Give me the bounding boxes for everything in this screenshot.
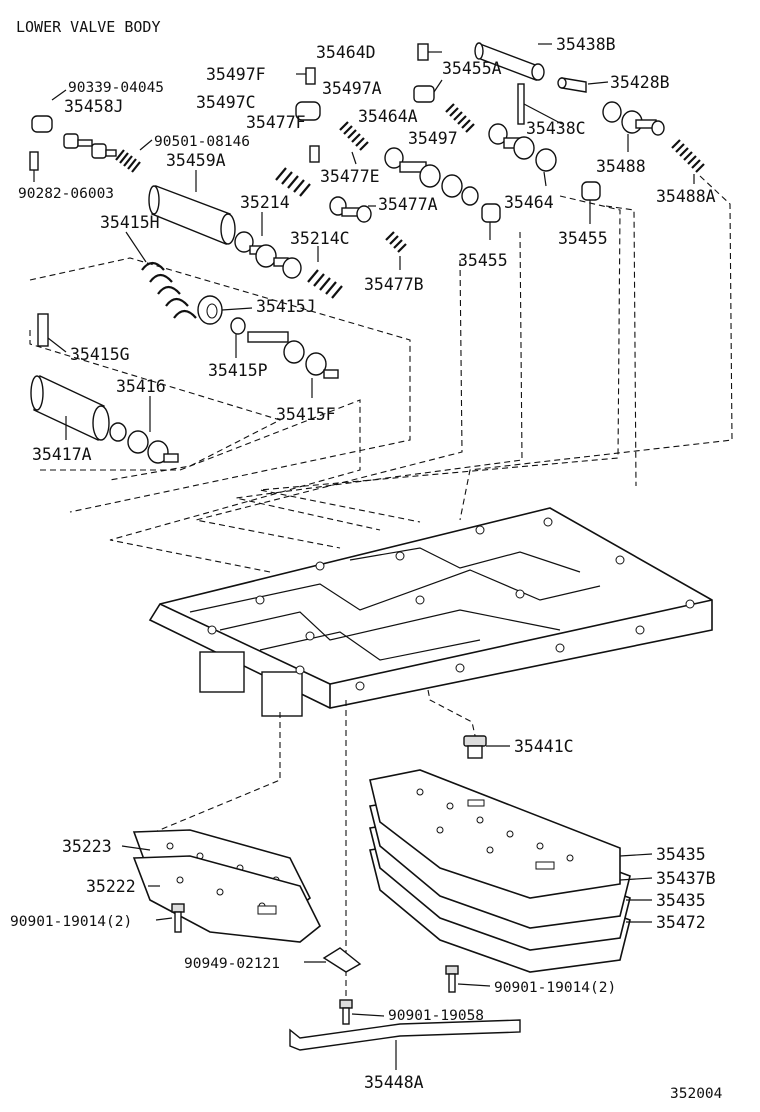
label-35435-upper: 35435 (656, 845, 706, 864)
part-90282-pin (29, 151, 39, 171)
label-35438B: 35438B (556, 35, 616, 54)
part-35464D-pin (417, 43, 429, 61)
part-35415F-valve (247, 331, 339, 379)
label-35497F: 35497F (206, 65, 266, 84)
part-35214-valve (234, 231, 302, 279)
part-35488-valve (602, 101, 665, 136)
part-35497A-spring (339, 121, 369, 151)
part-35441C-plug (463, 735, 487, 759)
part-35497-valve (384, 147, 479, 206)
label-35497A: 35497A (322, 79, 382, 98)
part-35477E-spring (275, 167, 311, 197)
part-35464A-spring (445, 103, 475, 133)
part-90949-02121-bracket (322, 947, 362, 973)
part-35214C-spring (307, 269, 343, 299)
part-90339-plug (31, 115, 53, 133)
label-35223: 35223 (62, 837, 112, 856)
label-35455-right: 35455 (558, 229, 608, 248)
part-35222-gasket (132, 855, 322, 943)
part-35477B-spring (385, 231, 407, 253)
label-35416: 35416 (116, 377, 166, 396)
label-35214C: 35214C (290, 229, 350, 248)
label-90501-08146: 90501-08146 (154, 134, 250, 150)
guide-to-35223 (149, 712, 281, 835)
label-35464A: 35464A (358, 107, 418, 126)
diagram-title: LOWER VALVE BODY (16, 18, 161, 36)
label-35455-mid: 35455 (458, 251, 508, 270)
label-35488A: 35488A (656, 187, 716, 206)
part-35415P-ring (230, 317, 246, 335)
label-35497C: 35497C (196, 93, 256, 112)
label-35438C: 35438C (526, 119, 586, 138)
part-35438B-sleeve (474, 42, 545, 81)
label-35488: 35488 (596, 157, 646, 176)
part-35415H-spring (141, 261, 197, 319)
label-35415H: 35415H (100, 213, 160, 232)
part-35428B-plug (557, 77, 587, 93)
part-35477A-valve (329, 196, 372, 223)
label-35437B: 35437B (656, 869, 716, 888)
part-35458J-valve (63, 133, 117, 159)
label-35459A: 35459A (166, 151, 226, 170)
part-35488A-spring (671, 139, 705, 173)
label-35435-lower: 35435 (656, 891, 706, 910)
label-35497: 35497 (408, 129, 458, 148)
figure-code: 352004 (670, 1086, 723, 1102)
part-35435-plate-upper (369, 769, 621, 899)
label-35441C: 35441C (514, 737, 574, 756)
part-35477F-pin (309, 145, 320, 163)
label-35415F: 35415F (276, 405, 336, 424)
part-35497C-plug (295, 101, 321, 121)
label-35464: 35464 (504, 193, 554, 212)
part-35415G-pin (37, 313, 49, 347)
part-35438C-pin (517, 83, 525, 125)
part-90901-19058-bolt (339, 999, 353, 1025)
label-90901-19014-right: 90901-19014(2) (494, 980, 616, 996)
label-35477F: 35477F (246, 113, 306, 132)
part-35464-valve (488, 123, 557, 172)
label-35455A: 35455A (442, 59, 502, 78)
part-labels: 35438B 35464D 35497F 35455A 35428B 90339… (10, 35, 716, 1092)
part-90901-19014-bolt-left (171, 903, 185, 933)
part-35417A-sleeve (30, 374, 110, 442)
label-90901-19014-left: 90901-19014(2) (10, 914, 132, 930)
lower-valve-body-casting (148, 507, 713, 717)
part-35455-plug-mid (481, 203, 501, 223)
label-90339-04045: 90339-04045 (68, 80, 164, 96)
label-90282-06003: 90282-06003 (18, 186, 114, 202)
guide-to-35441C (427, 689, 477, 741)
label-35415P: 35415P (208, 361, 268, 380)
label-35415J: 35415J (256, 297, 316, 316)
leader-lines (33, 43, 695, 1070)
label-35214: 35214 (240, 193, 290, 212)
part-90501-spring (115, 149, 141, 173)
label-35464D: 35464D (316, 43, 376, 62)
part-35448A-tube (289, 1019, 521, 1051)
label-35477B: 35477B (364, 275, 424, 294)
label-35415G: 35415G (70, 345, 130, 364)
assembly-guide-lines (29, 175, 733, 573)
part-35459A-sleeve (148, 185, 236, 245)
label-35477A: 35477A (378, 195, 438, 214)
part-90901-19014-bolt-right (445, 965, 459, 993)
label-90901-19058: 90901-19058 (388, 1008, 484, 1024)
part-35497F-pin (305, 67, 316, 85)
label-35417A: 35417A (32, 445, 92, 464)
part-35415J-washer (197, 295, 223, 325)
label-90949-02121: 90949-02121 (184, 956, 280, 972)
part-35455A-plug (413, 85, 435, 103)
label-35477E: 35477E (320, 167, 380, 186)
label-35222: 35222 (86, 877, 136, 896)
label-35448A: 35448A (364, 1073, 424, 1092)
label-35458J: 35458J (64, 97, 124, 116)
label-35428B: 35428B (610, 73, 670, 92)
part-35455-plug-right (581, 181, 601, 201)
part-35416-valve (109, 422, 179, 464)
label-35472: 35472 (656, 913, 706, 932)
